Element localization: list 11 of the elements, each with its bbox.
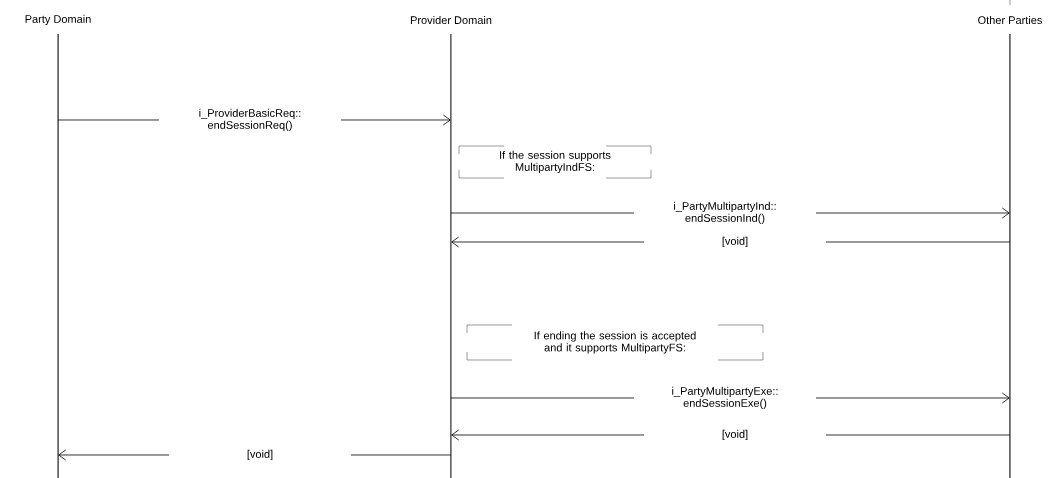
lifeline-header: Provider Domain xyxy=(410,15,492,25)
message-label: [void] xyxy=(644,428,826,442)
message-label: i_ProviderBasicReq:: endSessionReq() xyxy=(159,107,341,133)
lifeline-header: Party Domain xyxy=(25,14,91,26)
lifeline-header: Other Parties xyxy=(978,15,1042,25)
message-label: i_PartyMultipartyInd:: endSessionInd() xyxy=(634,200,816,226)
message-label: [void] xyxy=(644,235,826,249)
message-label: [void] xyxy=(169,448,351,462)
message-label: i_PartyMultipartyExe:: endSessionExe() xyxy=(634,385,816,411)
guard-note: If ending the session is accepted and it supports MultipartyFS: xyxy=(466,324,764,361)
guard-note: If the session supports MultipartyIndFS: xyxy=(458,145,652,179)
